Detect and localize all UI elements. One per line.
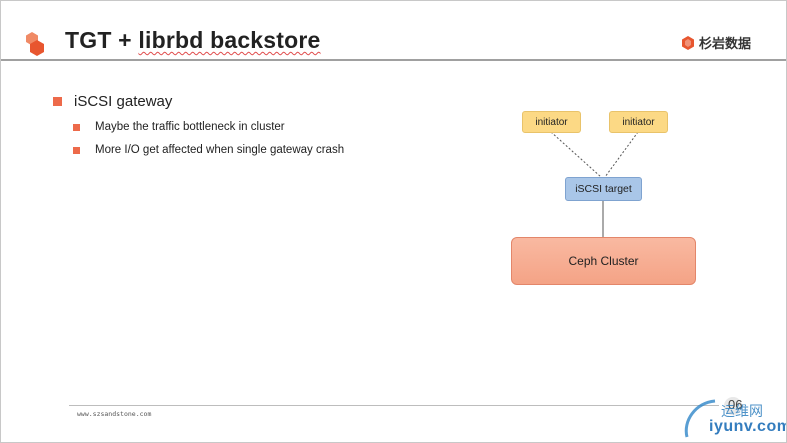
company-logo: 杉岩数据 [681, 33, 751, 52]
subbullet-item: Maybe the traffic bottleneck in cluster [73, 121, 285, 133]
bullet-text: iSCSI gateway [74, 93, 173, 110]
subbullet-item: More I/O get affected when single gatewa… [73, 144, 344, 156]
watermark-domain: iyunv.com [709, 418, 787, 435]
initiator-box: initiator [609, 111, 668, 133]
diagram-connectors [550, 131, 639, 237]
bullet-square-icon [73, 123, 80, 131]
iscsi-target-box: iSCSI target [565, 177, 642, 201]
connector-initiator-2 [604, 131, 639, 178]
title-squiggled: librbd backstore [138, 27, 321, 53]
title-prefix: TGT + [65, 27, 139, 53]
bullet-square-icon [53, 97, 62, 106]
ceph-cluster-box: Ceph Cluster [511, 237, 696, 285]
subbullet-text: Maybe the traffic bottleneck in cluster [95, 121, 285, 133]
orange-cubes-icon [26, 32, 44, 56]
watermark-swoosh-icon [684, 397, 742, 438]
logo-mark-icon [682, 35, 694, 50]
bullet-item: iSCSI gateway [53, 93, 172, 110]
subbullet-text: More I/O get affected when single gatewa… [95, 144, 345, 156]
footer-url: www.szsandstone.com [77, 410, 152, 418]
architecture-diagram: initiator initiator iSCSI target Ceph Cl… [501, 101, 711, 301]
slide-title: TGT + librbd backstore [65, 27, 321, 54]
header-divider [1, 59, 786, 61]
initiator-box: initiator [522, 111, 581, 133]
watermark-chinese: 运维网 [721, 404, 763, 420]
logo-text: 杉岩数据 [699, 37, 752, 52]
page-number: 06 [728, 397, 743, 412]
bullet-square-icon [73, 146, 80, 154]
connector-initiator-1 [550, 131, 602, 178]
footer-divider [69, 405, 719, 406]
